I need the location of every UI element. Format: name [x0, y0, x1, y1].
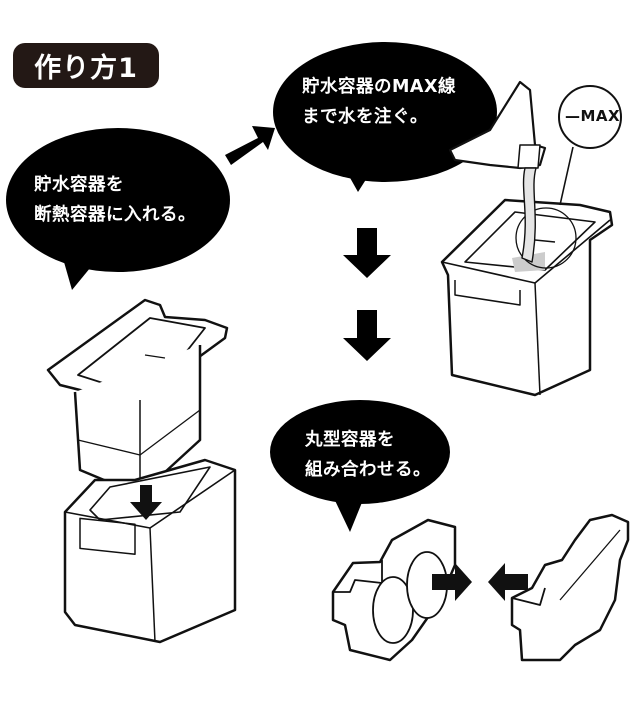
step-2-line-1: 貯水容器のMAX線 — [302, 77, 456, 97]
speech-bubble-step-1 — [6, 128, 230, 290]
arrow-left-icon — [488, 563, 528, 601]
step-3-line-2: 組み合わせる。 — [305, 460, 431, 480]
arrow-right-up-icon — [225, 126, 275, 165]
speech-bubble-step-3 — [270, 400, 450, 532]
round-container-left — [331, 518, 457, 662]
step-2-line-2: まで水を注ぐ。 — [302, 107, 428, 127]
arrow-down-icon — [343, 310, 391, 361]
round-container-right — [510, 513, 630, 662]
step-1-text: 貯水容器を 断熱容器に入れる。 — [34, 170, 196, 230]
title-text: 作り方1 — [34, 53, 138, 84]
max-label: —MAX — [565, 107, 621, 125]
water-pitcher — [448, 80, 547, 263]
step-3-text: 丸型容器を 組み合わせる。 — [305, 425, 431, 485]
speech-bubble-step-2 — [273, 42, 497, 192]
step-1-line-1: 貯水容器を — [34, 175, 124, 195]
step-2-text: 貯水容器のMAX線 まで水を注ぐ。 — [302, 72, 456, 132]
step-1-line-2: 断熱容器に入れる。 — [34, 205, 196, 225]
step-3-line-1: 丸型容器を — [305, 430, 395, 450]
arrow-down-icon — [343, 228, 391, 278]
reservoir-container-lifted — [46, 298, 229, 497]
arrow-down-icon — [130, 485, 162, 520]
arrow-right-icon — [432, 563, 472, 601]
title-badge: 作り方1 — [13, 43, 159, 88]
max-callout — [558, 85, 622, 206]
